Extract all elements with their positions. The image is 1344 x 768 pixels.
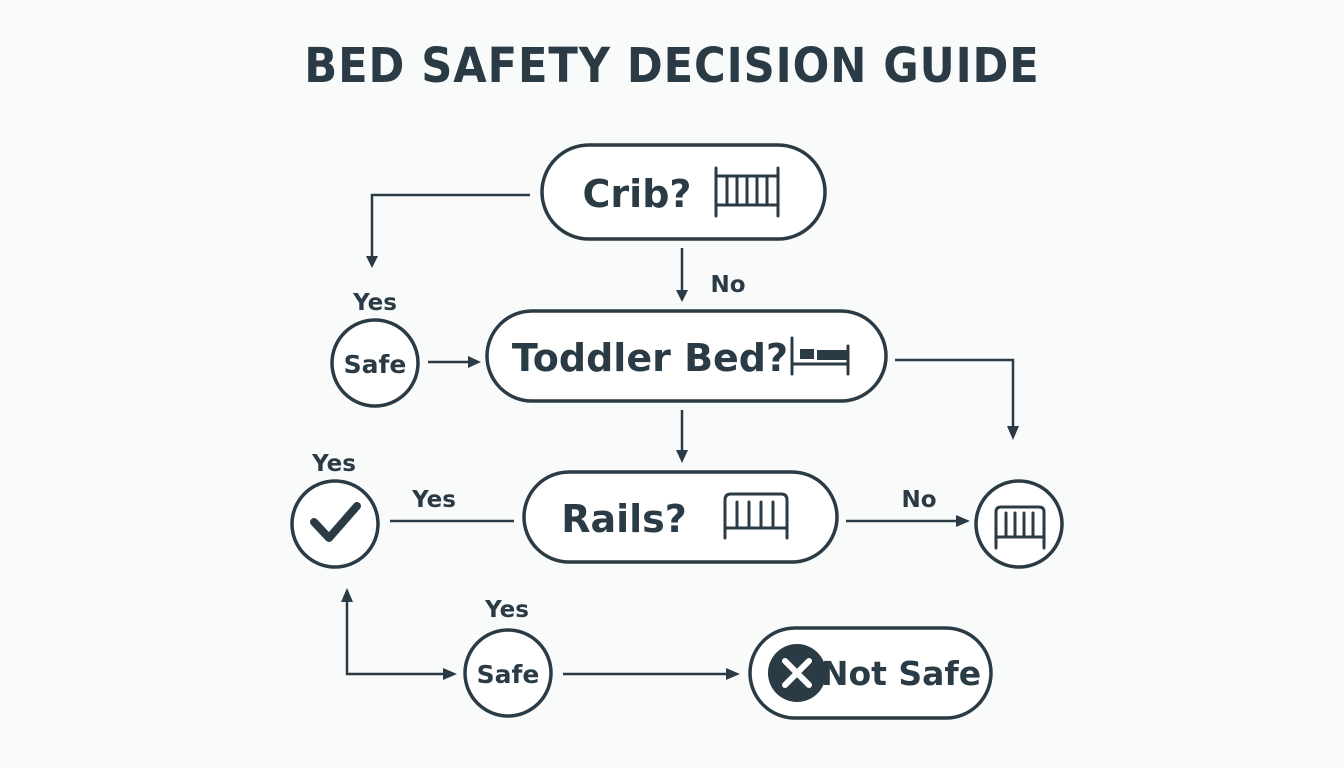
page-title: BED SAFETY DECISION GUIDE [304, 38, 1040, 94]
connector-check-loop [345, 600, 445, 676]
node-check [290, 479, 380, 569]
label-rails-yes: Yes [411, 487, 456, 513]
label-rails-no: No [901, 487, 936, 513]
node-toddler-bed: Toddler Bed? [485, 309, 888, 403]
bed-rails-icon [994, 505, 1046, 550]
arrowhead [956, 515, 970, 527]
x-circle-icon [768, 644, 826, 702]
node-not-safe: Not Safe [748, 626, 993, 720]
node-rails: Rails? [522, 470, 839, 564]
label-check-yes: Yes [311, 451, 356, 477]
arrowhead [676, 450, 688, 463]
node-safe-bottom: Safe [463, 628, 553, 718]
label-safe-top-yes: Yes [352, 290, 397, 316]
node-rails-no-result [974, 479, 1064, 569]
bed-icon [790, 336, 850, 376]
connector-toddler-right [895, 358, 1015, 428]
arrowhead [341, 588, 353, 602]
node-safe-top-label: Safe [344, 350, 407, 379]
node-toddler-bed-label: Toddler Bed? [512, 336, 788, 380]
bed-rails-icon [723, 492, 789, 540]
crib-icon [714, 166, 780, 218]
node-rails-label: Rails? [561, 497, 687, 541]
arrowhead [726, 668, 740, 680]
arrowhead [676, 290, 688, 302]
node-crib-label: Crib? [583, 172, 692, 216]
node-not-safe-label: Not Safe [821, 654, 981, 693]
arrowhead [1007, 426, 1019, 440]
checkmark-icon [310, 502, 361, 542]
node-safe-bottom-label: Safe [477, 660, 540, 689]
label-crib-no: No [710, 272, 745, 298]
arrowhead [468, 356, 481, 368]
connector-crib-to-safe [370, 193, 530, 258]
node-safe-top: Safe [330, 318, 420, 408]
label-safe-bottom-yes: Yes [484, 597, 529, 623]
arrowhead [366, 256, 378, 268]
arrowhead [443, 668, 457, 680]
node-crib: Crib? [540, 143, 827, 241]
